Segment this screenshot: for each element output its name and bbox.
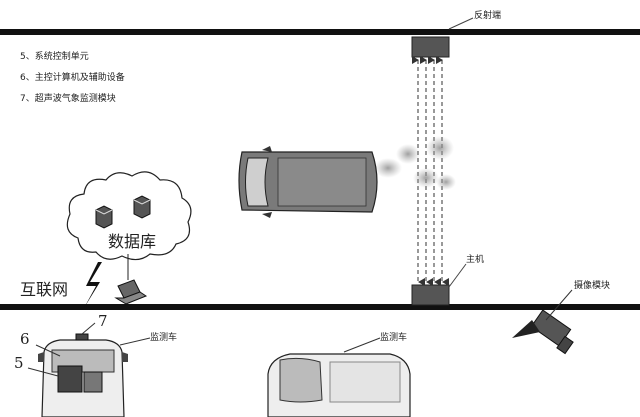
host-block — [411, 284, 450, 306]
leader-6 — [35, 344, 61, 357]
leader-camera — [545, 289, 573, 321]
road-top-edge — [0, 29, 640, 35]
reflector-leader — [448, 17, 474, 30]
reflector-label: 反射端 — [474, 11, 502, 21]
road-bottom-edge — [0, 304, 640, 310]
monitor-car-left-label: 监测车 — [150, 333, 178, 343]
callout-7: 7 — [98, 312, 108, 330]
leader-monitor-left — [119, 337, 151, 346]
monitor-van-rear — [38, 333, 128, 417]
leader-5 — [27, 367, 59, 377]
laptop-icon — [114, 254, 148, 305]
monitor-car-center-label: 监测车 — [380, 333, 408, 343]
lightning-icon — [84, 262, 102, 308]
server-icon-2 — [133, 195, 151, 219]
exhaust-smoke — [374, 136, 456, 190]
internet-label: 互联网 — [20, 280, 69, 299]
legend-item-5: 5、系统控制单元 — [20, 52, 89, 62]
legend-item-7: 7、超声波气象监测模块 — [20, 94, 116, 104]
reflector-block — [411, 36, 450, 58]
host-label: 主机 — [466, 255, 485, 265]
camera-icon — [512, 309, 574, 355]
callout-6: 6 — [20, 330, 30, 348]
legend-item-6: 6、主控计算机及辅助设备 — [20, 73, 125, 83]
leader-monitor-center — [343, 337, 381, 353]
callout-5: 5 — [14, 354, 24, 372]
database-label: 数据库 — [108, 232, 157, 251]
leader-7 — [81, 322, 96, 335]
monitor-car-top — [267, 353, 411, 417]
host-leader — [448, 263, 467, 288]
camera-module-label: 摄像模块 — [574, 281, 611, 291]
server-icon — [95, 205, 113, 229]
database-cloud — [66, 171, 192, 261]
vehicle-top-view — [238, 146, 378, 218]
